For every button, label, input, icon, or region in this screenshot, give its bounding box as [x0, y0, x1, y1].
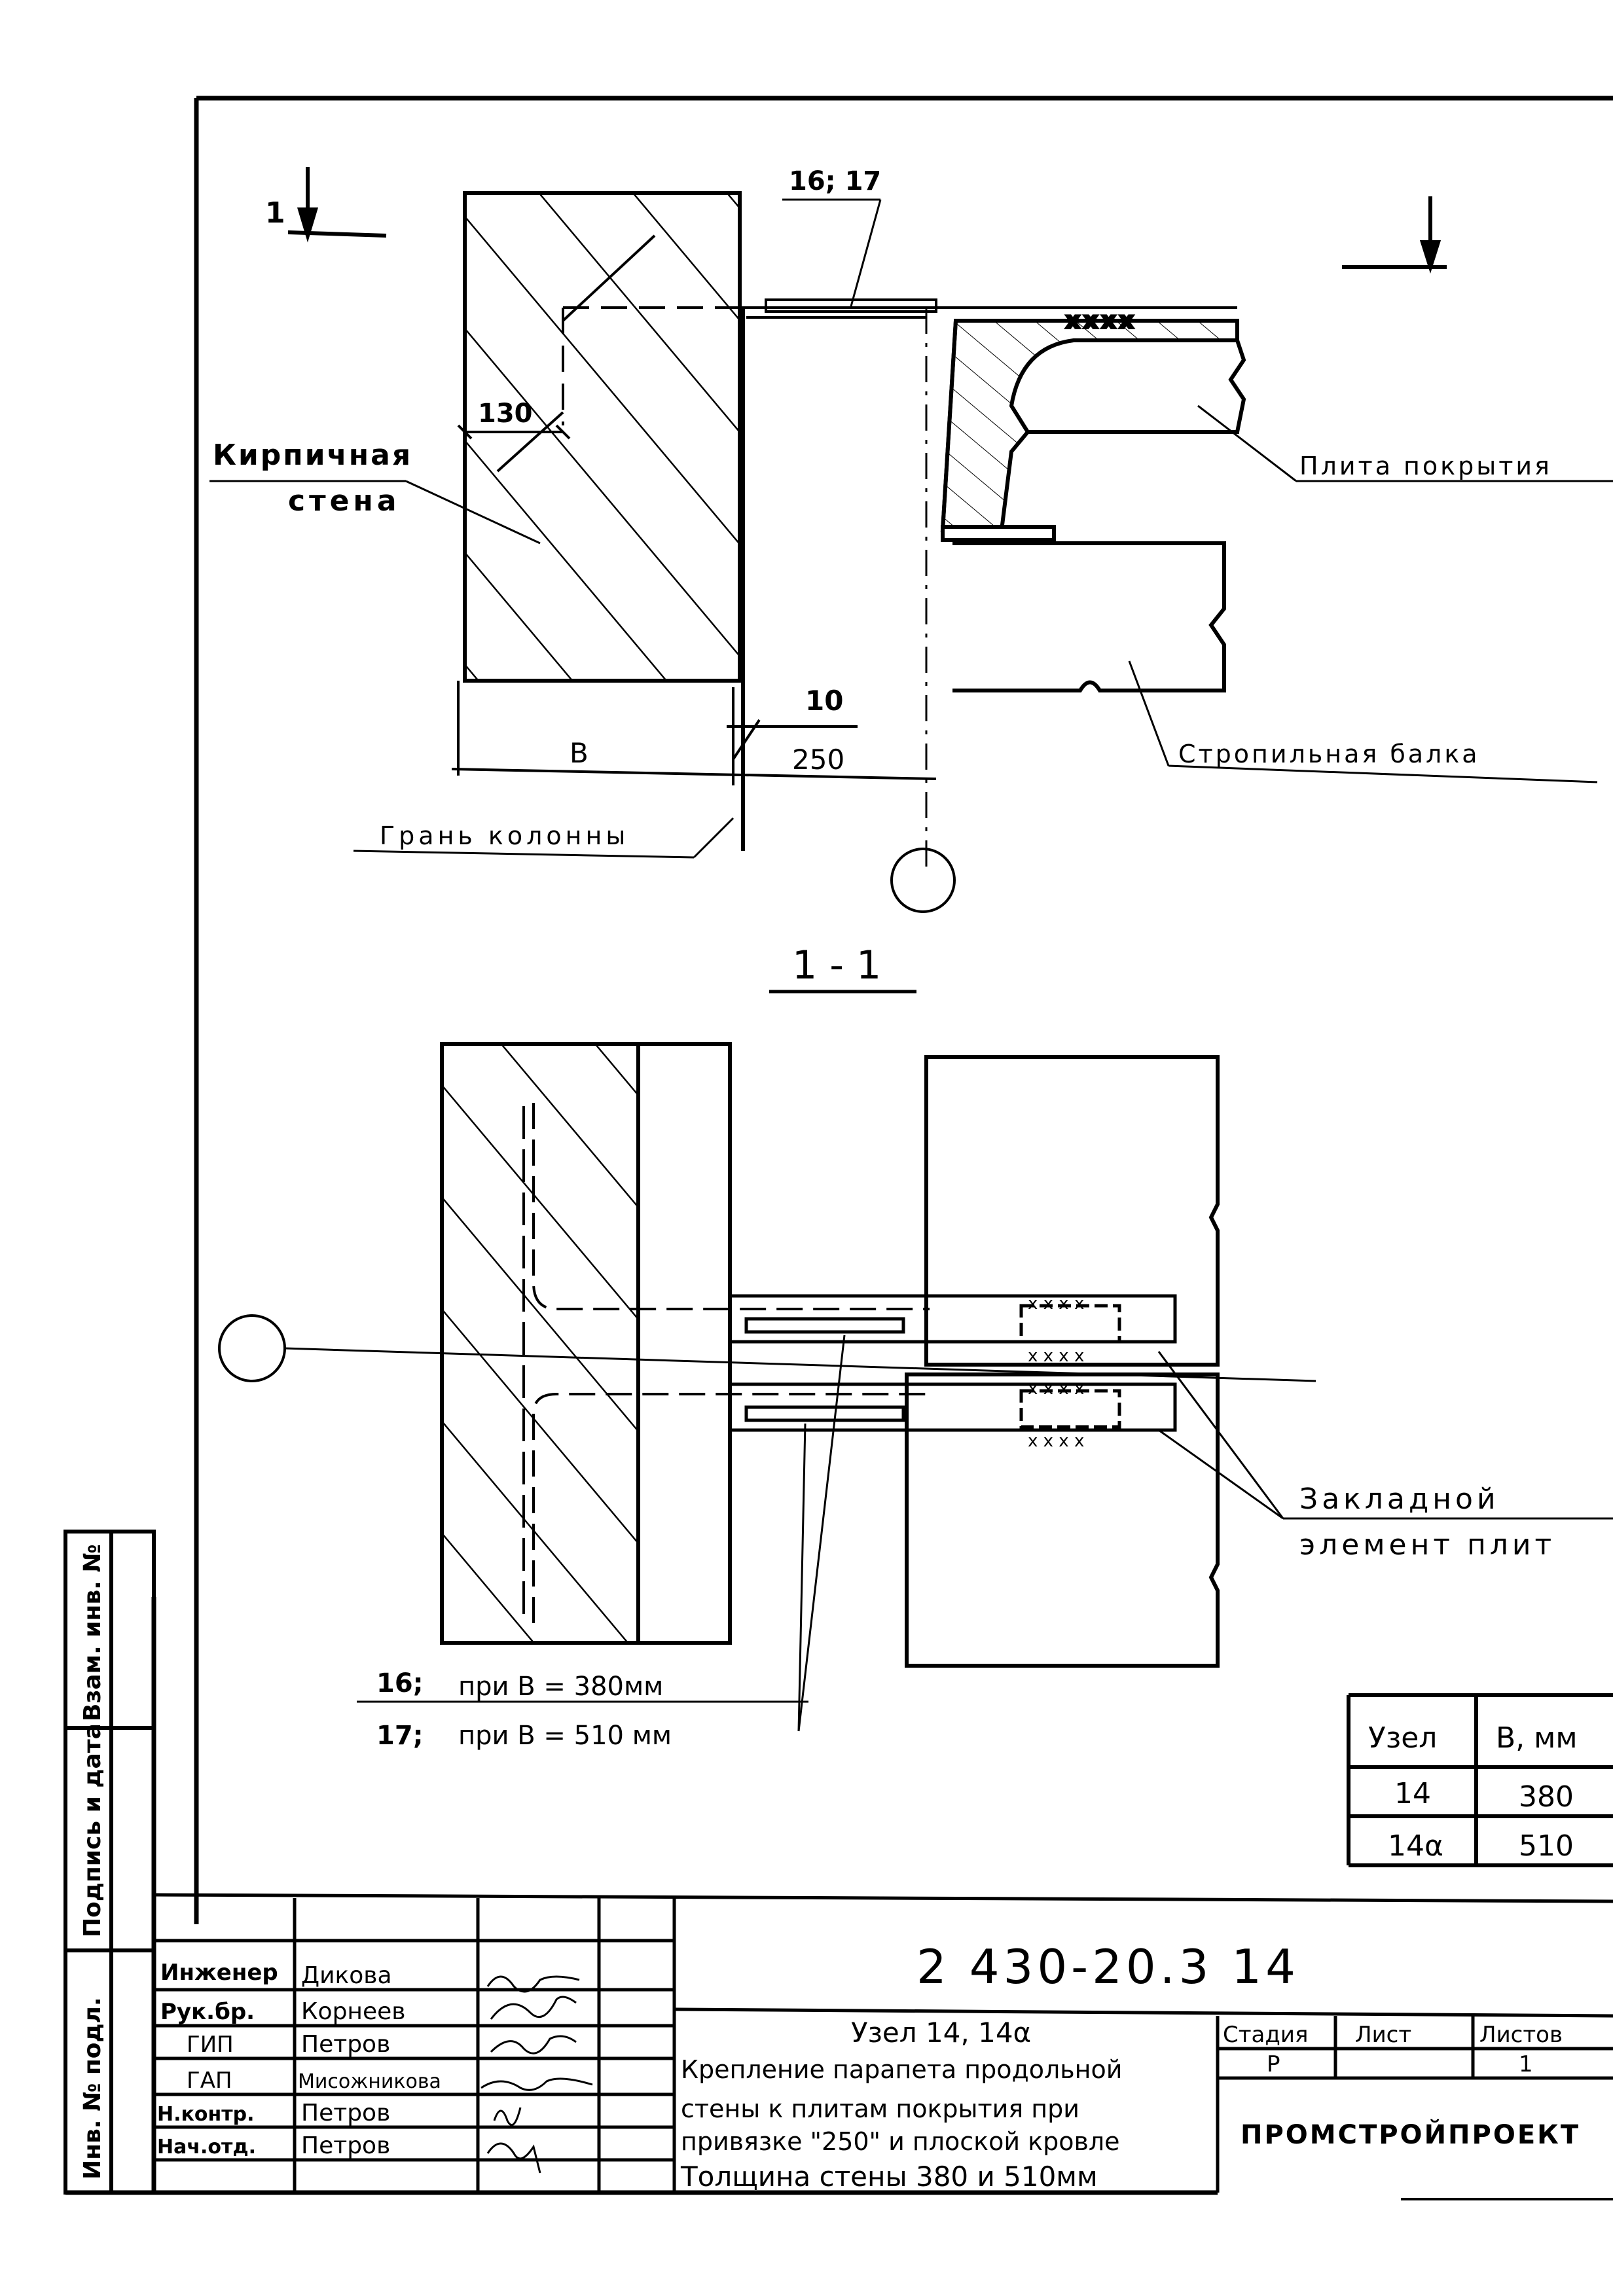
node-table-cell: 14	[1394, 1777, 1431, 1810]
dim-b-250	[451, 681, 937, 792]
note-17-num: 17;	[376, 1721, 424, 1751]
signatures	[480, 1975, 593, 2174]
staff-role: Инженер	[160, 1960, 278, 1986]
note-17-text: при B = 510 мм	[458, 1721, 672, 1751]
stage-header: Стадия	[1223, 2022, 1308, 2048]
staff-role: Нач.отд.	[157, 2136, 256, 2159]
callout-16-17: 16; 17	[789, 166, 881, 196]
axis-line-plan	[284, 1347, 1316, 1382]
plan-anchor-bars	[522, 1103, 930, 1623]
node-table-cell: 380	[1519, 1780, 1574, 1814]
brick-wall-section	[463, 191, 742, 683]
stage-value: Р	[1267, 2051, 1280, 2077]
label-roof-slab: Плита покрытия	[1299, 452, 1552, 480]
doc-code: 2 430-20.3 14	[916, 1939, 1299, 1994]
staff-role: ГИП	[187, 2032, 234, 2058]
desc-line: Толщина стены 380 и 510мм	[680, 2161, 1098, 2193]
desc-line: стены к плитам покрытия при	[681, 2094, 1079, 2123]
left-strip-vzam: Взам. инв. №	[79, 1544, 106, 1721]
node-table-header-node: Узел	[1368, 1721, 1437, 1755]
plan-weld-marks-3: x x x x	[1028, 1379, 1084, 1399]
staff-role: Рук.бр.	[160, 1999, 255, 2025]
axis-circle-plan	[218, 1314, 286, 1382]
node-table-header-b: B, мм	[1496, 1721, 1578, 1755]
label-brick-wall-2: стена	[288, 484, 401, 518]
label-rafter-beam: Стропильная балка	[1178, 740, 1480, 768]
dim-130-label: 130	[478, 399, 533, 429]
staff-name: Петров	[301, 2100, 390, 2126]
anchor-bar-top	[562, 298, 1237, 425]
desc-line: привязке "250" и плоской кровле	[681, 2127, 1120, 2156]
left-strip-podpis: Подпись и дата	[79, 1723, 106, 1937]
staff-name: Петров	[301, 2031, 390, 2058]
staff-name: Мисожникова	[298, 2070, 441, 2093]
plan-slabs	[905, 1055, 1220, 1668]
node-table-cell: 14α	[1388, 1829, 1443, 1863]
column-outline	[741, 308, 928, 870]
rafter-beam	[941, 525, 1226, 692]
sheet-header: Лист	[1355, 2022, 1411, 2048]
staff-name: Петров	[301, 2132, 390, 2159]
plan-weld-marks-2: x x x x	[1028, 1346, 1084, 1366]
left-strip	[63, 1530, 156, 2195]
leader-lines-plan	[797, 1335, 1613, 1732]
staff-role: ГАП	[187, 2068, 232, 2094]
weld-marks: x x x x	[1067, 310, 1133, 332]
sheet-value: 1	[1519, 2051, 1533, 2077]
plan-weld-marks-4: x x x x	[1028, 1431, 1084, 1451]
label-column-face: Грань колонны	[380, 821, 629, 850]
section-title: 1 - 1	[792, 942, 881, 988]
staff-name: Корнеев	[301, 1998, 406, 2025]
node-title: Узел 14, 14α	[851, 2017, 1031, 2049]
label-embedded-1: Закладной	[1299, 1482, 1500, 1516]
left-strip-inv-podl: Инв. № подл.	[79, 1997, 106, 2179]
organization: ПРОМСТРОЙПРОЕКТ	[1241, 2119, 1580, 2150]
label-embedded-2: элемент плит	[1299, 1528, 1555, 1562]
title-block-grid	[153, 1893, 1613, 2193]
sheet-frame	[65, 96, 1613, 2195]
staff-name: Дикова	[301, 1962, 392, 1989]
label-brick-wall-1: Кирпичная	[213, 439, 412, 472]
staff-role: Н.контр.	[157, 2103, 254, 2126]
note-16-num: 16;	[376, 1668, 424, 1698]
roof-slab: x x x x	[940, 308, 1246, 532]
plan-embedded-plates	[728, 1294, 1177, 1432]
plan-weld-marks-1: x x x x	[1028, 1294, 1084, 1314]
node-table	[1347, 1693, 1613, 1867]
plan-wall	[440, 1042, 732, 1645]
dim-b-label: B	[570, 737, 589, 769]
axis-circle-top	[890, 848, 956, 913]
section-mark-right	[1342, 196, 1447, 274]
section-mark-number: 1	[265, 196, 285, 230]
dim-10-label: 10	[805, 685, 843, 717]
dim-130	[457, 424, 571, 440]
leader-lines-top	[209, 198, 1613, 859]
node-table-cell: 510	[1519, 1829, 1574, 1863]
dim-250-label: 250	[792, 744, 844, 776]
sheets-header: Листов	[1479, 2022, 1563, 2048]
desc-line: Крепление парапета продольной	[681, 2055, 1122, 2084]
note-16-text: при B = 380мм	[458, 1672, 663, 1702]
section-mark-left	[287, 167, 387, 243]
